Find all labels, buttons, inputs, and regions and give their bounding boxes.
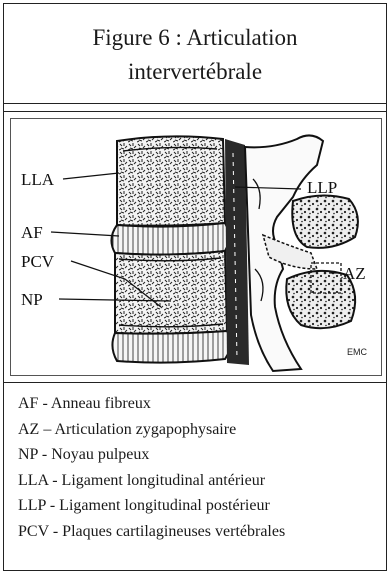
credit-emc: EMC — [347, 347, 368, 357]
label-pcv: PCV — [21, 252, 55, 271]
spine-drawing: LLA AF PCV NP LLP AZ EMC — [11, 119, 381, 375]
label-llp: LLP — [307, 178, 337, 197]
legend-separator — [4, 382, 386, 383]
label-af: AF — [21, 223, 43, 242]
spine-illustration: LLA AF PCV NP LLP AZ EMC — [10, 118, 382, 376]
label-az: AZ — [343, 264, 366, 283]
lower-vertebral-body — [115, 251, 227, 334]
upper-disc — [111, 223, 229, 255]
legend-item: AF - Anneau fibreux — [18, 391, 285, 417]
lower-disc — [112, 331, 230, 363]
figure-title-box: Figure 6 : Articulation intervertébrale — [4, 4, 386, 104]
title-spacer — [4, 104, 386, 112]
figure-title-line-1: Figure 6 : Articulation — [4, 21, 386, 55]
label-lla: LLA — [21, 170, 55, 189]
label-np: NP — [21, 290, 43, 309]
figure-title-line-2: intervertébrale — [4, 55, 386, 89]
legend-item: LLA - Ligament longitudinal antérieur — [18, 468, 285, 494]
legend-item: AZ – Articulation zygapophysaire — [18, 417, 285, 443]
figure-frame: Figure 6 : Articulation intervertébrale — [3, 3, 387, 571]
upper-articular-process — [292, 195, 358, 247]
legend-item: LLP - Ligament longitudinal postérieur — [18, 493, 285, 519]
legend-item: NP - Noyau pulpeux — [18, 442, 285, 468]
legend-list: AF - Anneau fibreux AZ – Articulation zy… — [18, 391, 285, 544]
legend-item: PCV - Plaques cartilagineuses vertébrale… — [18, 519, 285, 545]
